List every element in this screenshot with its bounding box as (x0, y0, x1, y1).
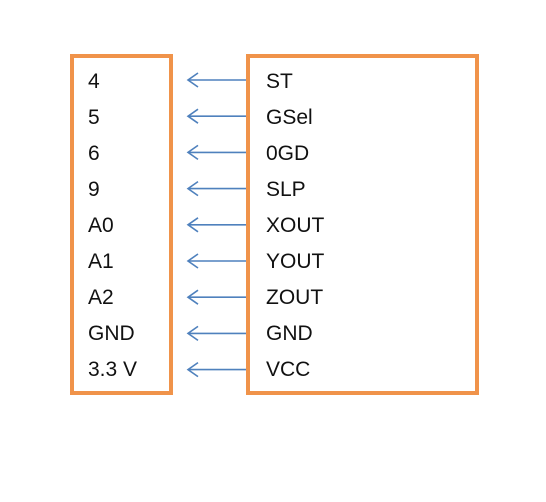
right-pin-label: GND (266, 322, 313, 345)
right-pin-label: ST (266, 70, 293, 93)
right-pin-label: GSel (266, 106, 313, 129)
left-pin-label: A0 (88, 214, 114, 237)
left-pin-label: 5 (88, 106, 100, 129)
left-pin-label: A2 (88, 286, 114, 309)
right-pin-box: ST GSel 0GD SLP XOUT YOUT ZOUT GND VCC (246, 54, 479, 395)
arrow-left-icon (186, 108, 246, 124)
right-pin-label: SLP (266, 178, 306, 201)
arrow-left-icon (186, 144, 246, 161)
left-pin-label: GND (88, 322, 135, 345)
arrow-left-icon (186, 180, 246, 197)
left-pin-label: 3.3 V (88, 358, 138, 381)
arrow-left-icon (186, 361, 246, 378)
right-pin-label: VCC (266, 358, 311, 381)
arrow-left-icon (186, 72, 246, 88)
left-pin-label: 9 (88, 178, 100, 201)
right-pin-label: YOUT (266, 250, 325, 273)
left-pin-label: 6 (88, 142, 100, 165)
left-pin-label: A1 (88, 250, 114, 273)
arrow-left-icon (186, 325, 246, 342)
arrow-left-icon (186, 289, 246, 305)
right-pin-label: 0GD (266, 142, 310, 165)
right-pin-label: XOUT (266, 214, 325, 237)
left-pin-label: 4 (88, 70, 100, 93)
arrow-left-icon (186, 217, 246, 233)
arrow-left-icon (186, 253, 246, 269)
right-pin-label: ZOUT (266, 286, 324, 309)
left-pin-box: 4 5 6 9 A0 A1 A2 GND 3.3 V (70, 54, 173, 395)
